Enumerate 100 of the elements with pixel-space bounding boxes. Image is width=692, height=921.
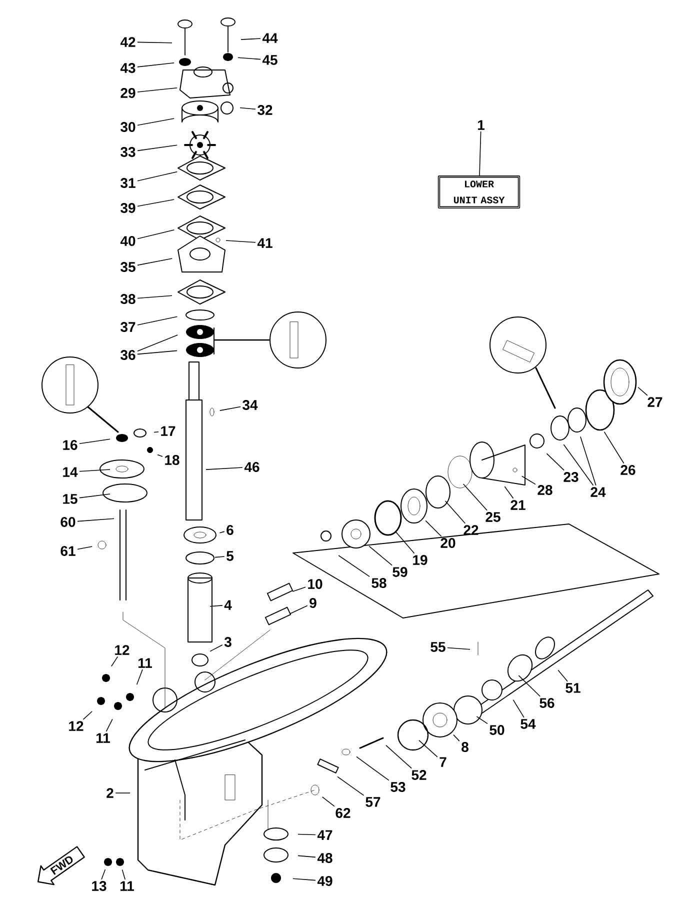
callout-number: 49 [317,876,332,886]
callout-number: 34 [242,400,258,410]
leader-line [79,438,110,444]
leader-line [137,316,178,326]
leader-line [558,670,568,682]
callout-number: 51 [566,683,580,693]
leader-line [210,605,223,607]
callout-number: 42 [120,37,136,47]
callout-number: 33 [120,147,136,157]
callout-number: 11 [120,881,134,891]
callout-number: 40 [120,236,136,246]
callout-number: 14 [63,467,78,477]
callout-number: 20 [440,538,456,548]
leader-line [476,716,488,724]
callout-number: 23 [564,472,578,482]
leader-line [240,107,256,110]
callout-number: 44 [262,33,278,43]
callout-number: 11 [138,658,152,668]
leader-line [518,675,541,697]
callout-number: 38 [120,294,136,304]
leader-line [290,605,308,614]
callout-number: 36 [120,350,136,360]
leader-line [604,431,624,464]
leader-line [137,87,178,92]
leader-line [137,199,175,207]
callout-number: 10 [308,579,322,589]
callout-number: 5 [226,551,234,561]
leader-line [137,258,173,266]
leader-line [462,484,488,511]
leader-line [137,144,178,152]
leader-line [512,699,524,718]
callout-number: 37 [120,322,136,332]
callout-number: 13 [92,881,106,891]
leader-line [122,869,126,880]
leader-line [386,744,412,769]
callout-number: 21 [510,500,526,510]
callout-number: 48 [317,853,332,863]
leader-line [137,229,175,240]
callout-number: 45 [262,55,278,65]
callout-number: 54 [520,719,536,729]
callout-number: 16 [63,440,78,450]
callout-number: 9 [310,598,316,608]
callout-number: 53 [390,782,406,792]
leader-line [157,454,163,457]
leader-line [418,740,438,758]
leader-line [137,62,174,68]
leader-line [292,878,316,881]
callout-number: 32 [258,105,272,115]
callout-number: 55 [430,642,446,652]
callout-number: 61 [60,546,76,556]
leader-line [77,546,93,550]
callout-number: 59 [392,567,408,577]
callout-number: 41 [257,238,272,248]
callout-number: 43 [120,63,136,73]
callout-number: 12 [115,645,130,655]
leader-line [210,644,223,652]
leader-line [292,586,306,592]
label-box: LOWER UNIT ASSY [438,176,520,208]
leader-line [219,406,241,411]
leader-line [137,118,175,126]
callout-number: 56 [540,698,554,708]
callout-number: 60 [60,517,76,527]
leader-line [453,734,460,742]
leader-line [137,42,172,44]
leader-line [504,486,514,499]
callout-number: 11 [96,733,110,743]
callout-number: 30 [120,122,136,132]
leader-line [219,531,225,534]
callout-number: 62 [336,808,350,818]
leader-line [115,792,130,794]
callout-number: 18 [165,455,180,465]
callout-number: 29 [120,88,136,98]
callout-number: 17 [161,426,176,436]
callout-number: 3 [224,637,232,647]
callout-number: 12 [69,721,84,731]
callout-number: 46 [244,462,260,472]
leader-line [137,171,178,182]
leader-line [322,796,335,807]
leader-line [394,530,415,554]
leader-line [240,38,261,40]
callout-number: 25 [486,512,500,522]
callout-number: 39 [120,203,136,213]
leader-line [137,334,178,352]
callout-number: 24 [590,487,606,497]
leader-line [79,494,110,498]
leader-line [425,520,442,537]
callout-number: 2 [106,788,114,798]
leader-line [563,444,594,486]
leader-line [368,546,392,566]
leader-line [137,350,178,355]
callout-number: 57 [366,797,380,807]
callout-number: 26 [620,465,636,475]
leader-line [638,386,648,396]
leader-line [298,855,316,858]
callout-number: 27 [648,397,662,407]
leader-line [580,436,596,486]
leader-line [338,555,370,577]
callout-number: 19 [413,555,428,565]
leader-line [106,718,113,732]
leader-line [479,131,482,177]
